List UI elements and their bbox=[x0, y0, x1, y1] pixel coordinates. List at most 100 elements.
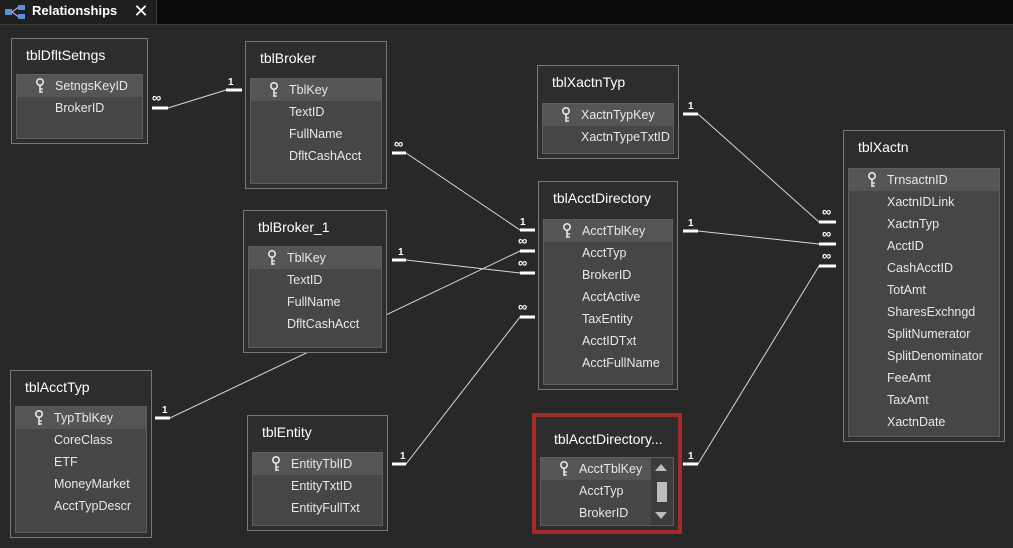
table-tblacctdirectory[interactable]: tblAcctDirectory AcctTblKey AcctTyp Brok… bbox=[538, 181, 678, 390]
cardinality-many-label: ∞ bbox=[822, 248, 832, 263]
cardinality-many-label: ∞ bbox=[822, 204, 832, 219]
relationship-line[interactable] bbox=[392, 316, 535, 465]
field-list: SetngsKeyID BrokerID bbox=[16, 74, 143, 139]
field-row[interactable]: MoneyMarket bbox=[16, 473, 146, 495]
field-row[interactable]: SplitNumerator bbox=[849, 323, 999, 345]
field-row[interactable]: ETF bbox=[16, 451, 146, 473]
relationship-line[interactable] bbox=[392, 152, 535, 231]
field-name: EntityTxtID bbox=[291, 479, 353, 493]
table-tbldfltsetngs[interactable]: tblDfltSetngs SetngsKeyID BrokerID bbox=[11, 38, 148, 144]
cardinality-many-label: ∞ bbox=[518, 255, 528, 270]
field-row[interactable]: BrokerID bbox=[544, 264, 672, 286]
field-name: SharesExchngd bbox=[887, 305, 976, 319]
relationship-line[interactable] bbox=[683, 265, 836, 465]
table-tblxactntyp[interactable]: tblXactnTyp XactnTypKey XactnTypeTxtID bbox=[537, 65, 679, 159]
field-list: AcctTblKey AcctTyp BrokerID bbox=[540, 457, 674, 526]
table-title: tblBroker bbox=[260, 50, 317, 66]
vertical-scrollbar[interactable] bbox=[651, 458, 673, 525]
field-row[interactable]: AcctTypDescr bbox=[16, 495, 146, 517]
field-row[interactable]: FeeAmt bbox=[849, 367, 999, 389]
scroll-thumb[interactable] bbox=[657, 482, 667, 502]
field-name: FeeAmt bbox=[887, 371, 931, 385]
field-row[interactable]: AcctTyp bbox=[541, 480, 673, 502]
field-row[interactable]: AcctTblKey bbox=[544, 220, 672, 242]
field-row[interactable]: XactnTypeTxtID bbox=[543, 126, 673, 148]
field-name: EntityTblID bbox=[291, 457, 353, 471]
field-row[interactable]: EntityFullTxt bbox=[253, 497, 382, 519]
field-row[interactable]: CoreClass bbox=[16, 429, 146, 451]
field-name: CashAcctID bbox=[887, 261, 953, 275]
relationship-line[interactable] bbox=[392, 259, 535, 274]
field-row[interactable]: XactnTyp bbox=[849, 213, 999, 235]
field-row[interactable]: BrokerID bbox=[541, 502, 673, 524]
table-tblaccttyp[interactable]: tblAcctTyp TypTblKey CoreClass ETF Money… bbox=[10, 370, 152, 538]
field-name: TotAmt bbox=[887, 283, 926, 297]
field-row[interactable]: AcctIDTxt bbox=[544, 330, 672, 352]
tab-label: Relationships bbox=[32, 3, 118, 18]
field-row[interactable]: DfltCashAcct bbox=[249, 313, 381, 335]
field-row[interactable]: TaxEntity bbox=[544, 308, 672, 330]
table-title: tblBroker_1 bbox=[258, 219, 330, 235]
field-name: BrokerID bbox=[55, 101, 105, 115]
field-name: AcctTblKey bbox=[579, 462, 643, 476]
key-icon bbox=[559, 460, 569, 477]
cardinality-one-label: 1 bbox=[520, 217, 526, 228]
field-row[interactable]: TypTblKey bbox=[16, 407, 146, 429]
scroll-up-arrow-icon[interactable] bbox=[655, 464, 667, 471]
field-row[interactable]: BrokerID bbox=[17, 97, 142, 119]
relationship-line[interactable] bbox=[683, 113, 836, 223]
field-row[interactable]: TotAmt bbox=[849, 279, 999, 301]
field-name: SplitDenominator bbox=[887, 349, 983, 363]
field-row[interactable]: AcctTblKey bbox=[541, 458, 673, 480]
field-row[interactable]: AcctID bbox=[849, 235, 999, 257]
field-row[interactable]: EntityTblID bbox=[253, 453, 382, 475]
field-row[interactable]: SetngsKeyID bbox=[17, 75, 142, 97]
field-row[interactable]: DfltCashAcct bbox=[251, 145, 381, 167]
field-row[interactable]: TrnsactnID bbox=[849, 169, 999, 191]
field-row[interactable]: AcctTyp bbox=[544, 242, 672, 264]
field-name: XactnTyp bbox=[887, 217, 940, 231]
field-list: AcctTblKey AcctTyp BrokerID AcctActive T… bbox=[543, 219, 673, 385]
field-row[interactable]: TextID bbox=[249, 269, 381, 291]
field-row[interactable]: TextID bbox=[251, 101, 381, 123]
field-name: XactnDate bbox=[887, 415, 946, 429]
key-icon bbox=[271, 455, 281, 472]
field-name: SetngsKeyID bbox=[55, 79, 128, 93]
table-tblentity[interactable]: tblEntity EntityTblID EntityTxtID Entity… bbox=[247, 415, 388, 531]
table-tblbroker[interactable]: tblBroker TblKey TextID FullName DfltCas… bbox=[245, 41, 387, 189]
field-name: CoreClass bbox=[54, 433, 113, 447]
field-row[interactable]: EntityTxtID bbox=[253, 475, 382, 497]
field-name: TaxEntity bbox=[582, 312, 633, 326]
field-row[interactable]: XactnDate bbox=[849, 411, 999, 433]
field-name: TypTblKey bbox=[54, 411, 114, 425]
table-tblbroker-1[interactable]: tblBroker_1 TblKey TextID FullName DfltC… bbox=[243, 210, 387, 353]
tab-bar: Relationships ✕ bbox=[0, 0, 1013, 25]
cardinality-many-label: ∞ bbox=[822, 226, 832, 241]
field-row[interactable]: TblKey bbox=[249, 247, 381, 269]
field-row[interactable]: FullName bbox=[249, 291, 381, 313]
field-row[interactable]: AcctFullName bbox=[544, 352, 672, 374]
table-tblxactn[interactable]: tblXactn TrnsactnID XactnIDLink XactnTyp… bbox=[843, 130, 1005, 442]
field-name: FullName bbox=[289, 127, 343, 141]
close-icon[interactable]: ✕ bbox=[133, 1, 149, 21]
scroll-down-arrow-icon[interactable] bbox=[655, 512, 667, 519]
table-title: tblXactn bbox=[858, 139, 909, 155]
field-row[interactable]: TaxAmt bbox=[849, 389, 999, 411]
field-list: XactnTypKey XactnTypeTxtID bbox=[542, 103, 674, 154]
field-row[interactable]: AcctActive bbox=[544, 286, 672, 308]
field-row[interactable]: FullName bbox=[251, 123, 381, 145]
cardinality-many-label: ∞ bbox=[152, 90, 162, 105]
field-row[interactable]: SharesExchngd bbox=[849, 301, 999, 323]
field-row[interactable]: TblKey bbox=[251, 79, 381, 101]
field-row[interactable]: SplitDenominator bbox=[849, 345, 999, 367]
relationship-line[interactable] bbox=[152, 89, 242, 109]
table-tblacctdirectory-1-selected[interactable]: tblAcctDirectory... AcctTblKey AcctTyp B… bbox=[532, 413, 682, 534]
field-row[interactable]: CashAcctID bbox=[849, 257, 999, 279]
tab-relationships[interactable]: Relationships ✕ bbox=[0, 0, 157, 24]
field-row[interactable]: XactnTypKey bbox=[543, 104, 673, 126]
relationship-line[interactable] bbox=[683, 230, 836, 245]
cardinality-one-label: 1 bbox=[688, 451, 694, 462]
field-name: AcctTyp bbox=[582, 246, 627, 260]
field-row[interactable]: XactnIDLink bbox=[849, 191, 999, 213]
